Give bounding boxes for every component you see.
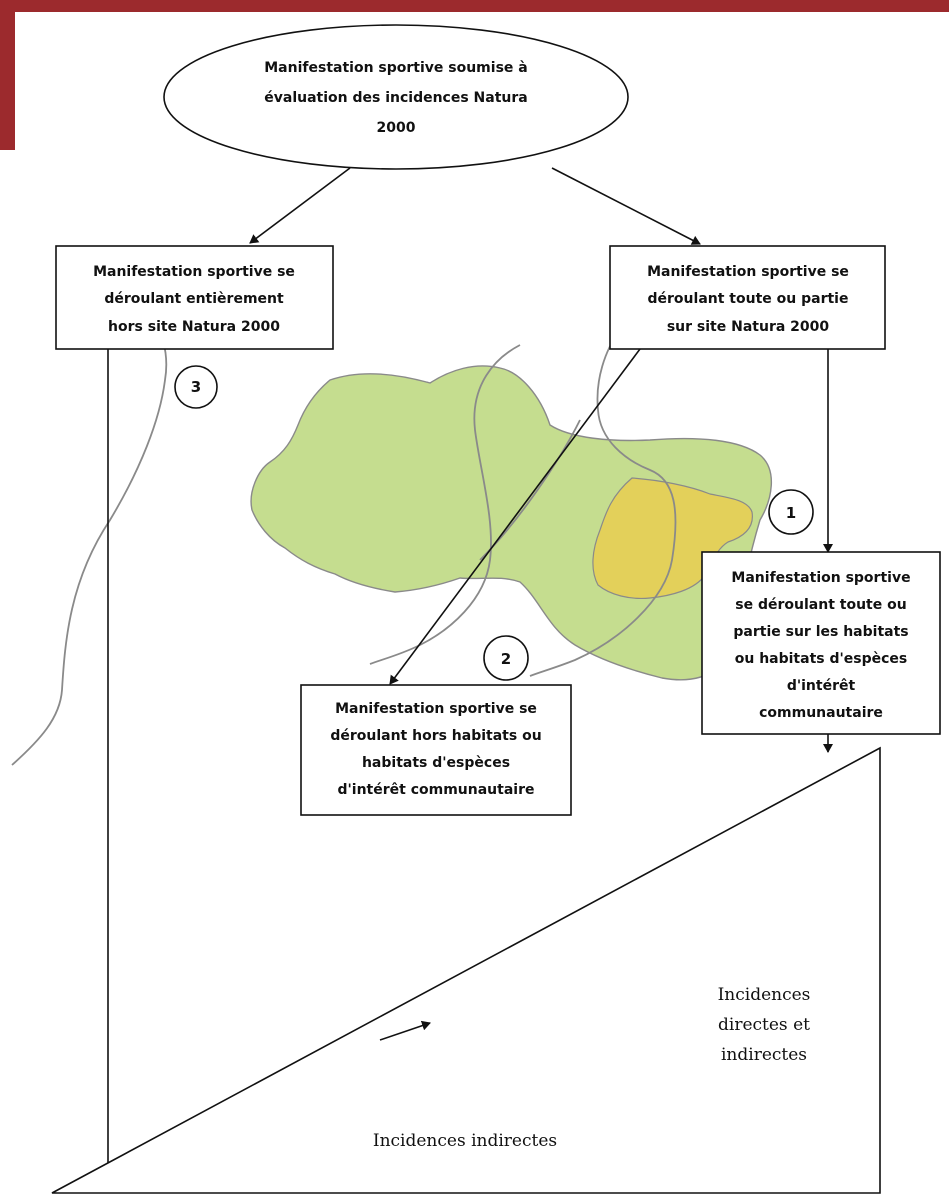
- habitats-line-2: se déroulant toute ou: [735, 597, 906, 613]
- hors-line-4: d'intérêt communautaire: [337, 782, 534, 798]
- path-left: [11, 309, 168, 766]
- oval-line-3: 2000: [377, 120, 416, 136]
- inside-line-2: déroulant toute ou partie: [648, 291, 849, 307]
- habitats-line-6: communautaire: [759, 705, 883, 721]
- direct-line-2: directes et: [718, 1015, 810, 1035]
- arrow-to-hors-habitats: [389, 348, 641, 685]
- oval-line-2: évaluation des incidences Natura: [264, 90, 527, 106]
- box-habitats: Manifestation sportive se déroulant tout…: [701, 551, 941, 735]
- outside-line-1: Manifestation sportive se: [93, 264, 295, 280]
- svg-text:3: 3: [191, 378, 201, 396]
- marker-3: 3: [174, 365, 218, 409]
- box-outside-site: Manifestation sportive se déroulant enti…: [55, 245, 334, 350]
- inside-line-1: Manifestation sportive se: [647, 264, 849, 280]
- path-right: [529, 329, 677, 677]
- habitats-line-3: partie sur les habitats: [733, 624, 908, 640]
- svg-text:1: 1: [786, 504, 796, 522]
- habitats-line-5: d'intérêt: [787, 678, 856, 694]
- svg-text:2: 2: [501, 650, 511, 668]
- marker-1: 1: [768, 489, 814, 535]
- hors-line-2: déroulant hors habitats ou: [330, 728, 541, 744]
- habitats-line-4: ou habitats d'espèces: [735, 651, 908, 667]
- box-inside-site: Manifestation sportive se déroulant tout…: [609, 245, 886, 350]
- corner-banner: [0, 0, 949, 150]
- oval-line-1: Manifestation sportive soumise à: [264, 60, 527, 76]
- outside-line-2: déroulant entièrement: [104, 291, 284, 307]
- box-hors-habitats: Manifestation sportive se déroulant hors…: [300, 684, 572, 816]
- outside-line-3: hors site Natura 2000: [108, 319, 280, 335]
- direct-line-1: Incidences: [718, 985, 811, 1005]
- hors-line-1: Manifestation sportive se: [335, 701, 537, 717]
- start-oval: Manifestation sportive soumise à évaluat…: [163, 24, 629, 170]
- indirect-label: Incidences indirectes: [373, 1131, 557, 1151]
- incidence-wedge: Incidences directes et indirectes Incide…: [51, 746, 881, 1194]
- wedge-arrow: [379, 1020, 431, 1041]
- habitats-line-1: Manifestation sportive: [731, 570, 910, 586]
- arrow-to-outside: [249, 167, 351, 244]
- inside-line-3: sur site Natura 2000: [667, 319, 830, 335]
- hors-line-3: habitats d'espèces: [362, 755, 510, 771]
- marker-2: 2: [483, 635, 529, 681]
- direct-line-3: indirectes: [721, 1045, 807, 1065]
- arrow-to-inside: [551, 167, 701, 245]
